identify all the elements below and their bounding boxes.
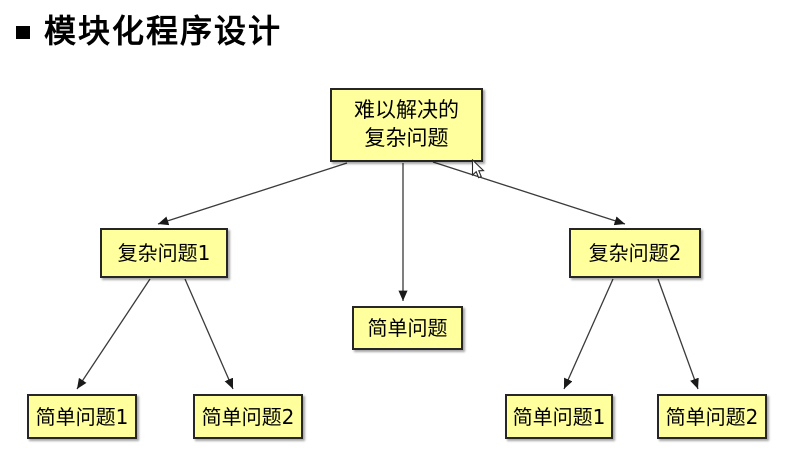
node-root: 难以解决的 复杂问题 — [330, 88, 483, 162]
node-simple-mid: 简单问题 — [352, 306, 463, 350]
node-complex-1: 复杂问题1 — [100, 228, 228, 278]
mouse-cursor-icon — [471, 159, 485, 179]
edge-complex1-simplel1 — [76, 278, 151, 390]
edge-root-complex1 — [157, 162, 348, 226]
edge-complex2-simpler2 — [657, 278, 699, 390]
node-simple-left-1: 简单问题1 — [27, 394, 137, 439]
edge-root-complex2 — [432, 161, 626, 226]
node-simple-left-2: 简单问题2 — [193, 394, 303, 439]
slide-title-row: 模块化程序设计 — [16, 12, 283, 50]
node-simple-right-2: 简单问题2 — [657, 394, 767, 439]
edge-complex1-simplel2 — [184, 278, 234, 390]
node-simple-right-1: 简单问题1 — [505, 394, 613, 439]
slide-title: 模块化程序设计 — [44, 12, 283, 50]
edge-complex2-simpler1 — [563, 278, 614, 390]
bullet-square-icon — [16, 26, 30, 39]
node-complex-2: 复杂问题2 — [569, 228, 701, 278]
